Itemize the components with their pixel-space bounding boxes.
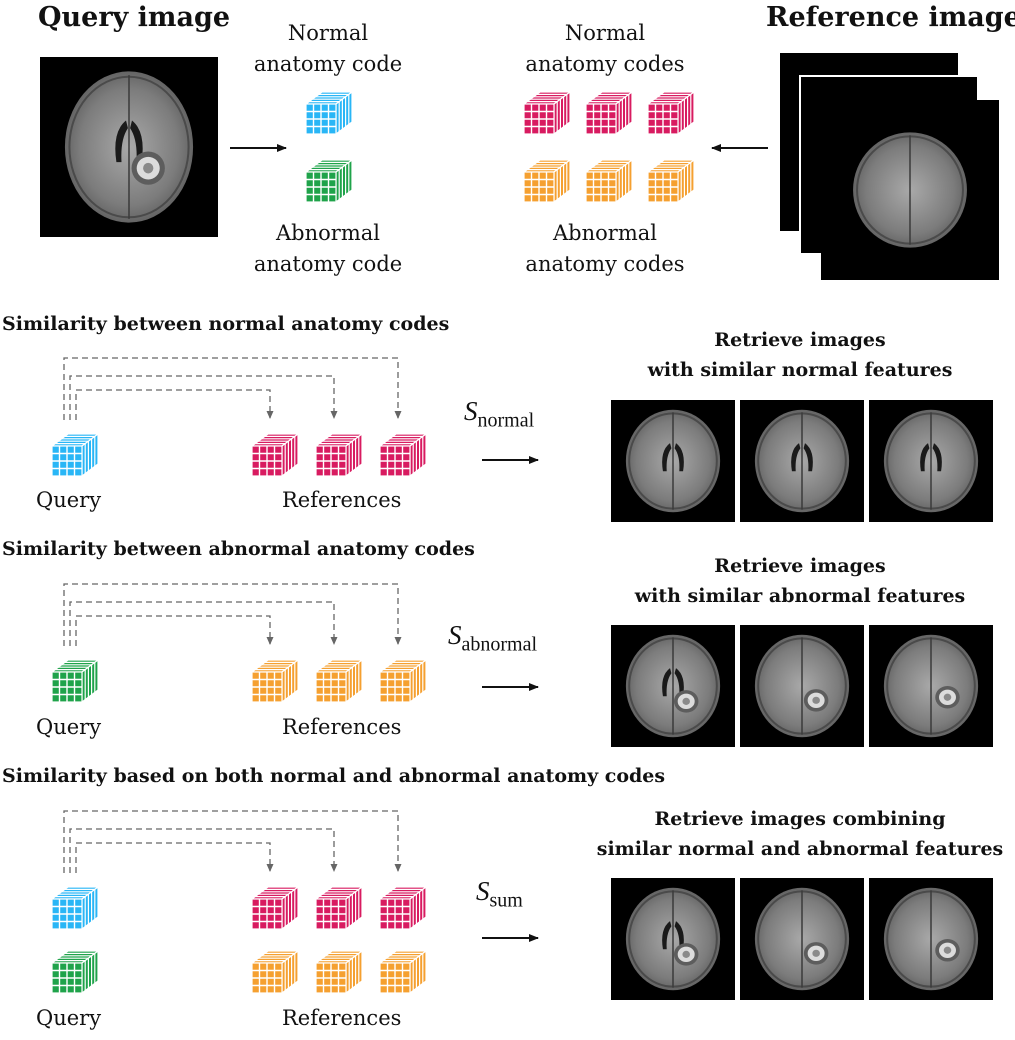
- retrieved-brain-image: [740, 625, 864, 747]
- abnormal-reference-code: [584, 158, 634, 204]
- reference-code: [250, 658, 300, 704]
- reference-code: [378, 658, 428, 704]
- reference-code: [250, 432, 300, 478]
- reference-brain-image: [821, 100, 999, 280]
- similarity-connectors: [63, 810, 402, 873]
- query-brain-image: [40, 57, 218, 237]
- similarity-connectors: [63, 357, 402, 420]
- similarity-symbol-abnormal: Sabnormal: [448, 620, 538, 656]
- references-label: References: [282, 1006, 402, 1030]
- references-label: References: [282, 715, 402, 739]
- abnormal-query-code: [304, 158, 354, 204]
- query-code: [50, 432, 100, 478]
- query-code: [50, 658, 100, 704]
- reference-code: [378, 949, 428, 995]
- reference-images-title: Reference images: [766, 2, 1015, 33]
- reference-code: [314, 432, 364, 478]
- retrieved-brain-image: [740, 878, 864, 1000]
- query-code: [50, 949, 100, 995]
- retrieved-brain-image: [611, 400, 735, 522]
- retrieved-brain-image: [869, 878, 993, 1000]
- abnormal-reference-code: [646, 158, 696, 204]
- retrieved-brain-image: [611, 878, 735, 1000]
- retrieved-brain-image: [740, 400, 864, 522]
- reference-code: [250, 885, 300, 931]
- normal-query-code: [304, 90, 354, 136]
- section-title-normal: Similarity between normal anatomy codes: [2, 313, 450, 335]
- query-image-title: Query image: [38, 2, 231, 33]
- reference-code: [314, 885, 364, 931]
- normal-reference-code: [584, 90, 634, 136]
- reference-code: [314, 658, 364, 704]
- normal-reference-code: [522, 90, 572, 136]
- retrieved-brain-image: [869, 400, 993, 522]
- query-label: Query: [36, 1006, 102, 1030]
- similarity-symbol-sum: Ssum: [476, 876, 523, 912]
- query-label: Query: [36, 488, 102, 512]
- retrieved-brain-image: [611, 625, 735, 747]
- reference-code: [378, 432, 428, 478]
- reference-code: [314, 949, 364, 995]
- similarity-connectors: [63, 583, 402, 646]
- section-title-abnormal: Similarity between abnormal anatomy code…: [2, 538, 475, 560]
- query-label: Query: [36, 715, 102, 739]
- section-title-both: Similarity based on both normal and abno…: [2, 765, 666, 787]
- abnormal-reference-code: [522, 158, 572, 204]
- reference-code: [250, 949, 300, 995]
- query-code: [50, 885, 100, 931]
- references-label: References: [282, 488, 402, 512]
- retrieved-brain-image: [869, 625, 993, 747]
- similarity-symbol-normal: Snormal: [464, 396, 535, 432]
- reference-code: [378, 885, 428, 931]
- normal-reference-code: [646, 90, 696, 136]
